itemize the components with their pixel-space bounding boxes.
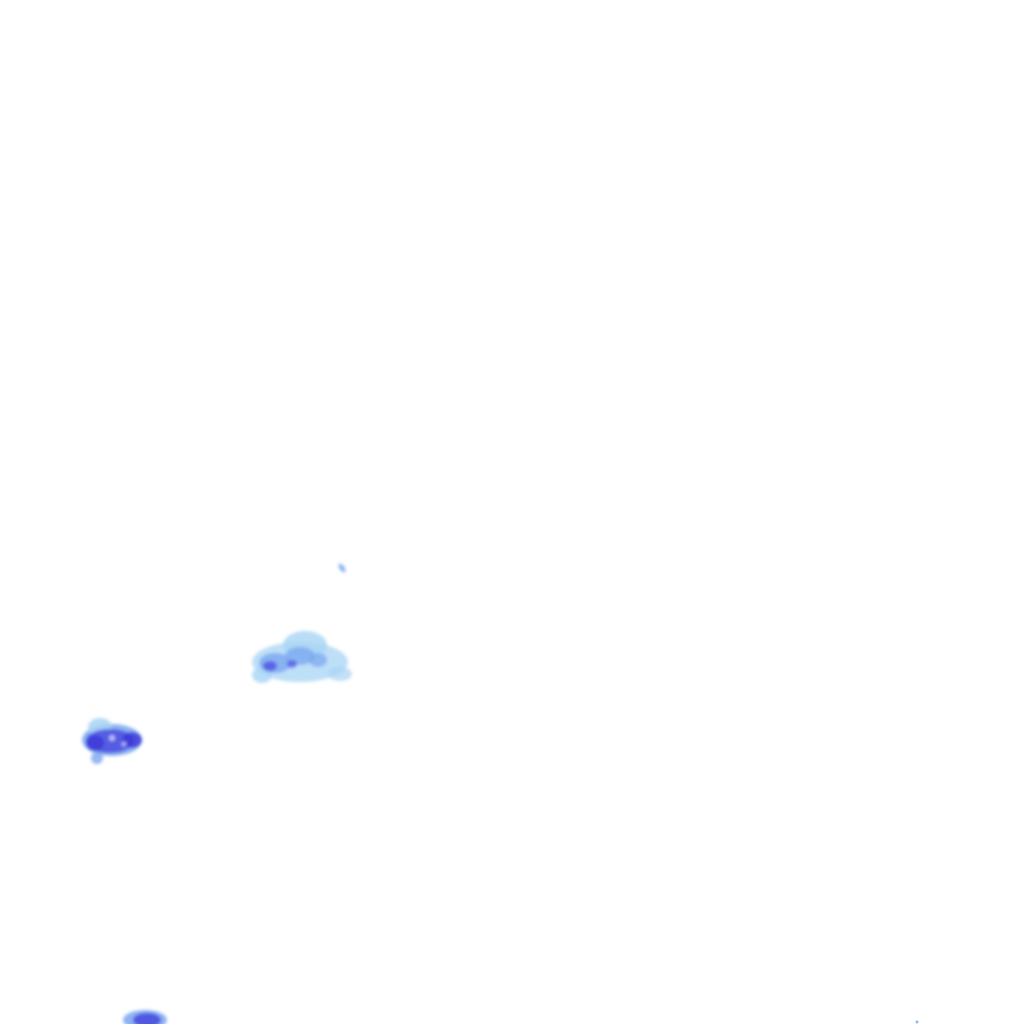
precipitation-cell-center (252, 631, 352, 683)
precipitation-cell-bottom (123, 1010, 167, 1024)
precipitation-cell-left (82, 718, 142, 764)
precipitation-speck-bottom-right (915, 1020, 919, 1024)
precipitation-cell-streak (338, 563, 346, 573)
